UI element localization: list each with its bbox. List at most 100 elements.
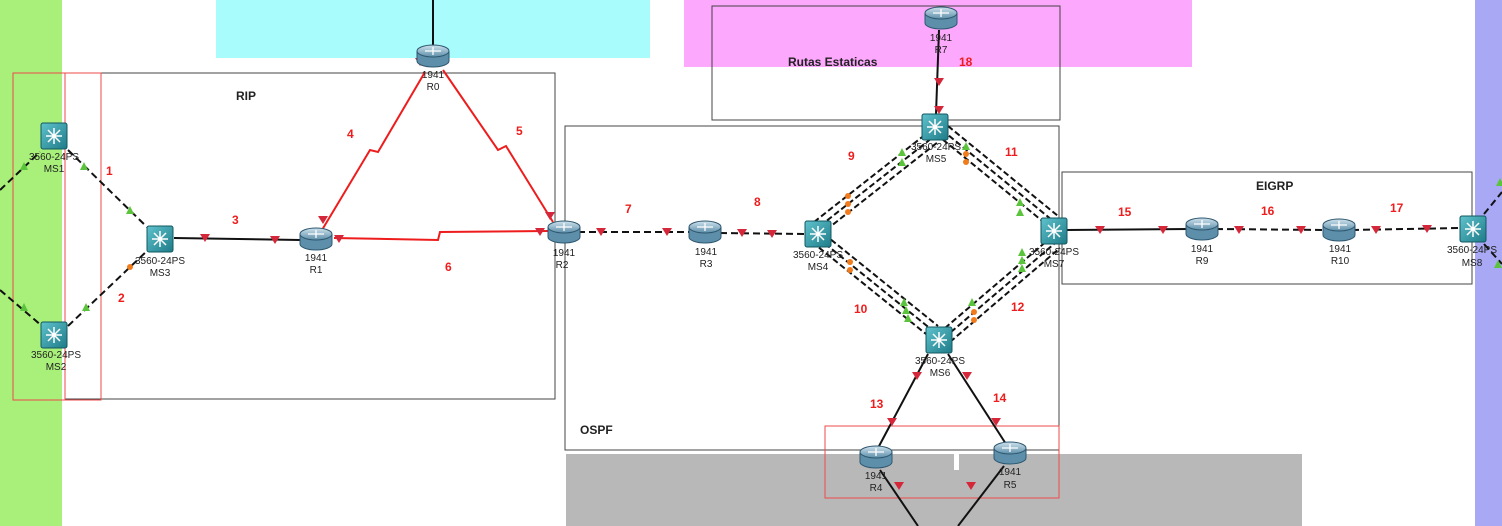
green-area — [0, 0, 62, 526]
router-r2[interactable]: 1941 R2 — [547, 220, 581, 271]
r9-name: R9 — [1196, 256, 1209, 267]
link-ms1-offscreen — [0, 151, 41, 191]
switch-ms3[interactable]: 3560-24PS MS3 — [135, 225, 185, 279]
ms1-model: 3560-24PS — [29, 152, 79, 163]
static-area-box — [711, 5, 1061, 121]
link-3 — [173, 237, 301, 241]
link-number-3: 3 — [232, 213, 239, 227]
ms3-model: 3560-24PS — [135, 256, 185, 267]
link-number-17: 17 — [1390, 201, 1404, 215]
port-markers — [20, 58, 1502, 490]
link-number-15: 15 — [1118, 205, 1132, 219]
eigrp-label: EIGRP — [1256, 179, 1293, 193]
link-6 — [333, 230, 549, 242]
router-r10[interactable]: 1941 R10 — [1322, 218, 1356, 267]
ms8-model: 3560-24PS — [1447, 245, 1497, 256]
link-number-16: 16 — [1261, 204, 1275, 218]
router-r1[interactable]: 1941 R1 — [299, 227, 333, 276]
ms5-model: 3560-24PS — [911, 142, 961, 153]
ms1-name: MS1 — [44, 164, 65, 175]
link-10 — [811, 233, 939, 335]
switch-ms8[interactable]: 3560-24PS MS8 — [1447, 215, 1497, 269]
link-1 — [67, 149, 149, 229]
rip-label: RIP — [236, 89, 256, 103]
link-12 — [937, 239, 1061, 343]
switch-ms1[interactable]: 3560-24PS MS1 — [29, 122, 79, 175]
r4-r5-highlight-box — [824, 425, 1060, 499]
link-ms8-offscreen-2 — [1483, 243, 1502, 265]
r1-name: R1 — [310, 265, 323, 276]
link-number-labels: 1 2 3 4 5 6 7 8 9 10 11 12 13 14 15 16 1… — [106, 55, 1404, 411]
link-15 — [1065, 228, 1191, 231]
r10-model: 1941 — [1329, 244, 1352, 255]
ospf-label: OSPF — [580, 423, 613, 437]
switch-ms7[interactable]: 3560-24PS MS7 — [1029, 217, 1079, 270]
link-16 — [1215, 228, 1327, 231]
link-ms2-offscreen — [0, 289, 43, 327]
r2-name: R2 — [556, 260, 569, 271]
switch-ms2[interactable]: 3560-24PS MS2 — [31, 321, 81, 373]
white-mark — [954, 454, 959, 470]
link-number-1: 1 — [106, 164, 113, 178]
r7-name: R7 — [935, 45, 948, 56]
link-5 — [442, 69, 554, 223]
r0-model: 1941 — [422, 70, 445, 81]
link-number-8: 8 — [754, 195, 761, 209]
link-4 — [321, 71, 426, 231]
gray-area — [566, 454, 1302, 526]
r2-model: 1941 — [553, 248, 576, 259]
link-number-13: 13 — [870, 397, 884, 411]
link-ms8-offscreen-1 — [1483, 191, 1502, 215]
link-14 — [947, 353, 1007, 445]
ms2-name: MS2 — [46, 362, 67, 373]
link-number-2: 2 — [118, 291, 125, 305]
ms7-name: MS7 — [1044, 259, 1065, 270]
static-routes-label: Rutas Estaticas — [788, 55, 878, 69]
link-number-4: 4 — [347, 127, 354, 141]
link-number-9: 9 — [848, 149, 855, 163]
r4-model: 1941 — [865, 471, 888, 482]
link-number-10: 10 — [854, 302, 868, 316]
link-2 — [67, 249, 149, 327]
r3-name: R3 — [700, 259, 713, 270]
ms1-ms2-highlight-box — [12, 72, 102, 401]
switch-ms5[interactable]: 3560-24PS MS5 — [911, 113, 961, 165]
link-number-14: 14 — [993, 391, 1007, 405]
ms2-model: 3560-24PS — [31, 350, 81, 361]
r5-model: 1941 — [999, 467, 1022, 478]
link-r4-down — [879, 469, 919, 526]
link-r5-down — [957, 465, 1005, 526]
router-r5[interactable]: 1941 R5 — [993, 441, 1027, 491]
link-17 — [1351, 227, 1461, 231]
router-r9[interactable]: 1941 R9 — [1185, 217, 1219, 267]
r0-name: R0 — [427, 82, 440, 93]
r9-model: 1941 — [1191, 244, 1214, 255]
switch-ms6[interactable]: 3560-24PS MS6 — [915, 326, 965, 379]
switch-ms4[interactable]: 3560-24PS MS4 — [793, 220, 843, 273]
ms6-name: MS6 — [930, 368, 951, 379]
router-r0[interactable]: 1941 R0 — [416, 44, 450, 93]
link-13 — [877, 353, 929, 449]
ms8-name: MS8 — [1462, 258, 1483, 269]
link-number-12: 12 — [1011, 300, 1025, 314]
link-number-18: 18 — [959, 55, 973, 69]
r5-name: R5 — [1004, 480, 1017, 491]
ms4-model: 3560-24PS — [793, 250, 843, 261]
link-11 — [935, 125, 1059, 225]
link-number-6: 6 — [445, 260, 452, 274]
router-r4[interactable]: 1941 R4 — [859, 445, 893, 494]
link-9 — [813, 133, 939, 231]
router-r7[interactable]: 1941 R7 — [924, 6, 958, 56]
ms4-name: MS4 — [808, 262, 829, 273]
r10-name: R10 — [1331, 256, 1350, 267]
link-18 — [935, 29, 940, 115]
ms3-name: MS3 — [150, 268, 171, 279]
link-8 — [719, 232, 807, 235]
ms7-model: 3560-24PS — [1029, 247, 1079, 258]
link-number-5: 5 — [516, 124, 523, 138]
router-r3[interactable]: 1941 R3 — [688, 220, 722, 270]
r4-name: R4 — [870, 483, 883, 494]
ospf-area-box — [564, 125, 1060, 451]
